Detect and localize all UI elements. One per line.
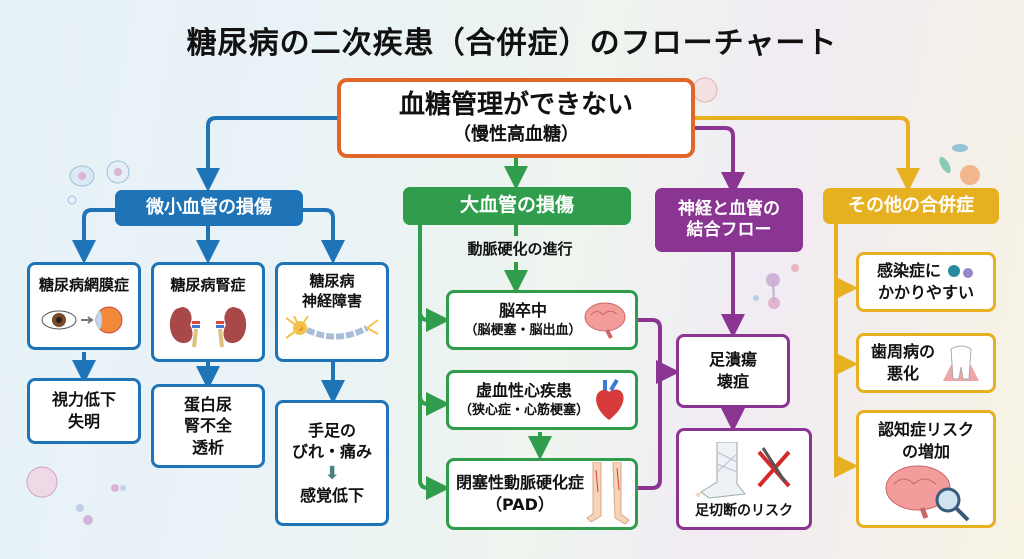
result-line: びれ・痛み xyxy=(291,442,372,462)
brain-magnifier-icon xyxy=(885,465,970,522)
node-foot-ulcer: 足潰瘍 壊疽 xyxy=(676,334,790,408)
header-combined-flow: 神経と血管の 結合フロー xyxy=(655,188,803,252)
node-neuropathy: 糖尿病 神経障害 xyxy=(275,262,389,362)
header-macro-vascular: 大血管の損傷 xyxy=(403,187,631,225)
node-amputation-risk: 足切断のリスク xyxy=(676,428,812,530)
connector-root-combined xyxy=(695,126,745,196)
cells-decoration xyxy=(26,77,980,525)
nephropathy-title: 糖尿病腎症 xyxy=(170,276,246,294)
node-retinopathy-result: 視力低下 失明 xyxy=(27,378,141,444)
node-ischemic-heart-disease: 虚血性心疾患 （狭心症・心筋梗塞） xyxy=(446,370,638,430)
neuron-icon xyxy=(285,314,379,340)
result-line: 腎不全 xyxy=(183,416,232,436)
node-stroke: 脳卒中 （脳梗塞・脳出血） xyxy=(446,290,638,350)
kidneys-icon xyxy=(169,307,247,348)
neuropathy-title-line: 神経障害 xyxy=(301,292,362,311)
connector-pad-ulcer xyxy=(638,380,662,490)
result-line: 蛋白尿 xyxy=(183,394,232,414)
periodontal-line: 悪化 xyxy=(886,364,919,383)
result-line: 感覚低下 xyxy=(299,485,364,505)
stroke-subtitle: （脳梗塞・脳出血） xyxy=(464,323,582,339)
infection-line: かかりやすい xyxy=(877,283,974,302)
result-line: 透析 xyxy=(191,437,224,457)
connector-rail-infection xyxy=(834,276,858,300)
node-pad: 閉塞性動脈硬化症 （PAD） xyxy=(446,458,638,530)
progress-label: 動脈硬化の進行 xyxy=(467,240,573,258)
arrow-down-icon: ⬇ xyxy=(324,463,340,484)
eye-retina-icon xyxy=(41,306,123,334)
connector-micro-retinopathy xyxy=(72,208,115,264)
connector-rail-periodontal xyxy=(834,352,858,376)
root-title: 血糖管理ができない xyxy=(398,90,633,121)
periodontal-line: 歯周病の xyxy=(870,342,935,362)
node-nephropathy-result: 蛋白尿 腎不全 透析 xyxy=(151,384,265,468)
page-title: 糖尿病の二次疾患（合併症）のフローチャート xyxy=(186,26,838,61)
result-line: 手足の xyxy=(307,420,356,440)
node-retinopathy: 糖尿病網膜症 xyxy=(27,262,141,350)
neuropathy-title-line: 糖尿病 xyxy=(309,272,355,290)
ulcer-line: 壊疽 xyxy=(716,372,749,391)
brain-icon xyxy=(584,302,626,339)
combined-header-line: 結合フロー xyxy=(686,220,772,240)
heart-icon xyxy=(596,378,624,420)
dementia-line: 認知症リスク xyxy=(877,420,974,439)
connector-other-rail xyxy=(834,222,858,478)
root-node-hyperglycemia: 血糖管理ができない （慢性高血糖） xyxy=(337,78,695,158)
connector-root-micro xyxy=(196,116,337,192)
connector-rail-stroke xyxy=(418,308,450,332)
virus-icon xyxy=(948,265,973,279)
dementia-line: の増加 xyxy=(901,441,950,461)
retinopathy-title: 糖尿病網膜症 xyxy=(38,276,129,294)
node-nephropathy: 糖尿病腎症 xyxy=(151,262,265,362)
node-periodontal: 歯周病の 悪化 xyxy=(856,333,996,393)
connector-macro-rail xyxy=(418,218,450,500)
stroke-title: 脳卒中 xyxy=(498,301,547,321)
ulcer-line: 足潰瘍 xyxy=(708,350,757,370)
combined-header-line: 神経と血管の xyxy=(678,198,780,219)
result-line: 失明 xyxy=(67,412,100,431)
pad-subtitle: （PAD） xyxy=(486,495,554,514)
connector-micro-neuropathy xyxy=(303,208,345,264)
node-dementia-risk: 認知症リスク の増加 xyxy=(856,410,996,528)
connector-root-other xyxy=(695,116,920,192)
header-micro-vascular: 微小血管の損傷 xyxy=(115,190,303,226)
node-neuropathy-result: 手足の びれ・痛み ⬇ 感覚低下 xyxy=(275,400,389,526)
infection-line: 感染症に xyxy=(876,261,941,281)
legs-icon xyxy=(586,462,630,525)
heart-disease-subtitle: （狭心症・心筋梗塞） xyxy=(458,403,589,419)
connector-rail-heart xyxy=(418,392,450,416)
amputation-label: 足切断のリスク xyxy=(695,503,793,520)
bandaged-foot-icon xyxy=(695,442,791,499)
connector-stroke-ulcer xyxy=(638,318,680,384)
node-infection: 感染症に かかりやすい xyxy=(856,252,996,312)
heart-disease-title: 虚血性心疾患 xyxy=(475,381,572,401)
header-other-complications: その他の合併症 xyxy=(823,188,999,224)
root-subtitle: （慢性高血糖） xyxy=(453,124,579,146)
pad-title: 閉塞性動脈硬化症 xyxy=(455,473,584,493)
result-line: 視力低下 xyxy=(51,390,116,410)
tooth-icon xyxy=(943,345,979,381)
